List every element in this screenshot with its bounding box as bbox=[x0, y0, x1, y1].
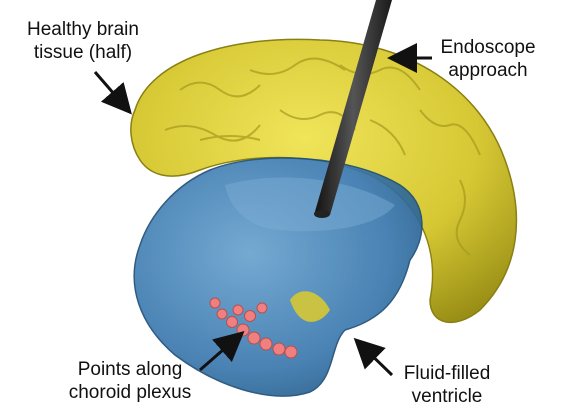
choroid-points-label: Points along choroid plexus bbox=[50, 358, 210, 404]
brain-tissue-label: Healthy brain tissue (half) bbox=[8, 18, 158, 64]
endoscope-label-line2: approach bbox=[418, 59, 558, 82]
brain-label-arrow bbox=[95, 72, 128, 110]
endoscope-label: Endoscope approach bbox=[418, 36, 558, 82]
brain-tissue-label-line2: tissue (half) bbox=[8, 41, 158, 64]
choroid-points-label-line2: choroid plexus bbox=[50, 381, 210, 404]
endoscope-label-line1: Endoscope bbox=[418, 36, 558, 59]
brain-tissue-label-line1: Healthy brain bbox=[8, 18, 158, 41]
ventricle-label: Fluid-filled ventricle bbox=[382, 362, 512, 408]
ventricle-label-line1: Fluid-filled bbox=[382, 362, 512, 385]
choroid-points-label-line1: Points along bbox=[50, 358, 210, 381]
ventricle-label-line2: ventricle bbox=[382, 385, 512, 408]
